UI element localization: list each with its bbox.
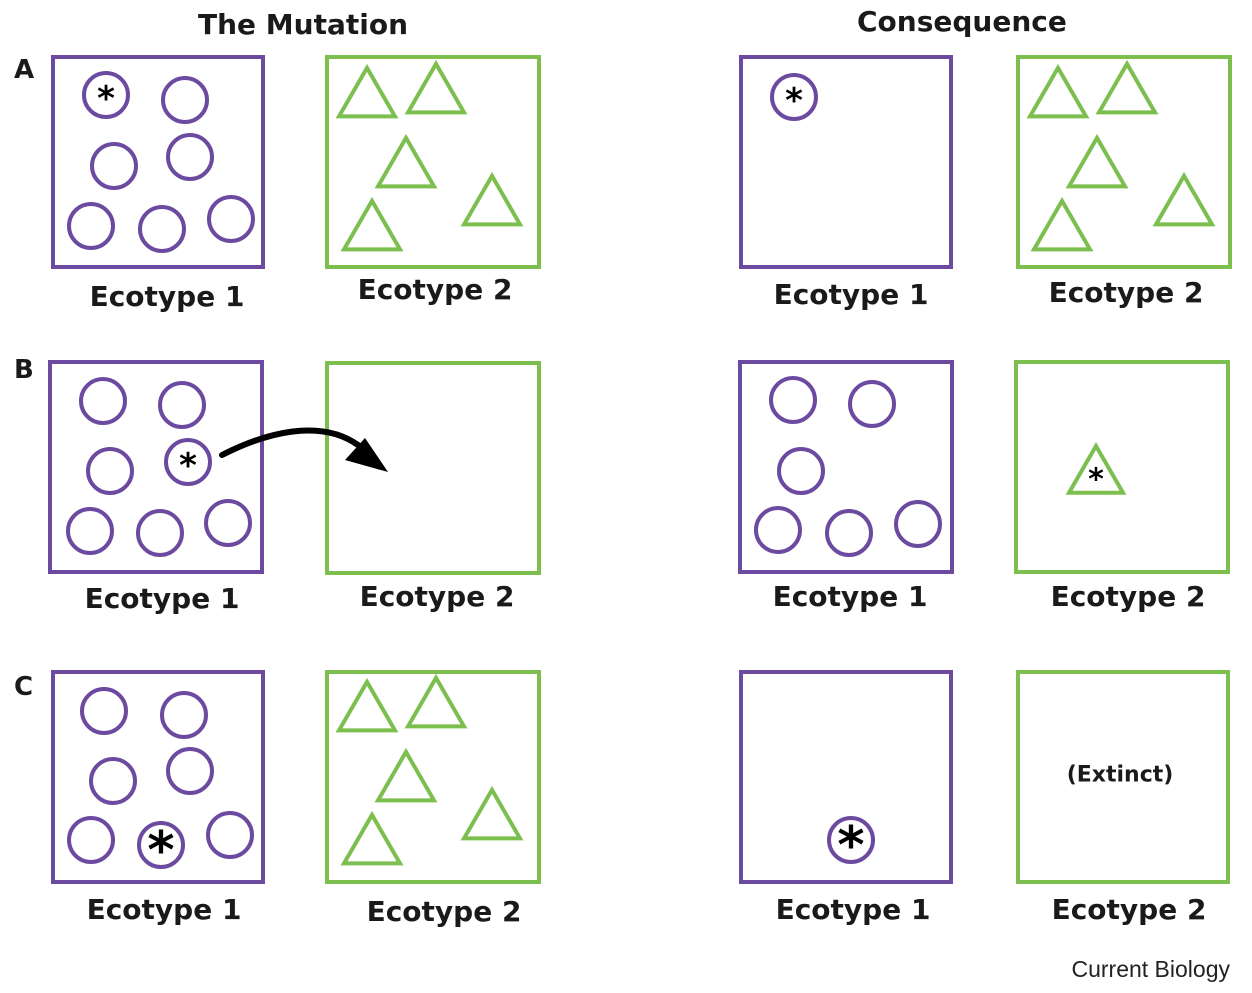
row-a-consequence-ecotype1-box — [739, 55, 953, 269]
caption-a-consequence-ecotype2: Ecotype 2 — [1048, 276, 1204, 309]
row-letter-c: C — [14, 672, 34, 702]
row-letter-a: A — [14, 55, 35, 85]
caption-a-mutation-ecotype2: Ecotype 2 — [357, 273, 513, 306]
row-c-mutation-ecotype2-box — [325, 670, 541, 884]
row-b-mutation-ecotype2-box — [325, 361, 541, 575]
row-c-mutation-ecotype1-box — [51, 670, 265, 884]
caption-a-mutation-ecotype1: Ecotype 1 — [89, 280, 245, 313]
row-a-mutation-ecotype2-box — [325, 55, 541, 269]
caption-b-consequence-ecotype2: Ecotype 2 — [1050, 580, 1206, 613]
caption-c-consequence-ecotype2: Ecotype 2 — [1051, 893, 1207, 926]
caption-a-consequence-ecotype1: Ecotype 1 — [773, 278, 929, 311]
caption-c-mutation-ecotype1: Ecotype 1 — [86, 893, 242, 926]
row-b-consequence-ecotype1-box — [738, 360, 954, 574]
row-a-mutation-ecotype1-box — [51, 55, 265, 269]
heading-the-mutation: The Mutation — [198, 8, 408, 41]
caption-c-mutation-ecotype2: Ecotype 2 — [366, 895, 522, 928]
caption-b-consequence-ecotype1: Ecotype 1 — [772, 580, 928, 613]
row-a-consequence-ecotype2-box — [1016, 55, 1232, 269]
caption-c-consequence-ecotype1: Ecotype 1 — [775, 893, 931, 926]
row-c-consequence-ecotype2-box — [1016, 670, 1230, 884]
row-b-mutation-ecotype1-box — [48, 360, 264, 574]
row-letter-b: B — [14, 355, 34, 385]
journal-credit: Current Biology — [1071, 956, 1230, 982]
extinct-label: (Extinct) — [1066, 762, 1174, 788]
caption-b-mutation-ecotype1: Ecotype 1 — [84, 582, 240, 615]
row-b-consequence-ecotype2-box — [1014, 360, 1230, 574]
row-c-consequence-ecotype1-box — [739, 670, 953, 884]
heading-consequence: Consequence — [857, 5, 1067, 38]
caption-b-mutation-ecotype2: Ecotype 2 — [359, 580, 515, 613]
